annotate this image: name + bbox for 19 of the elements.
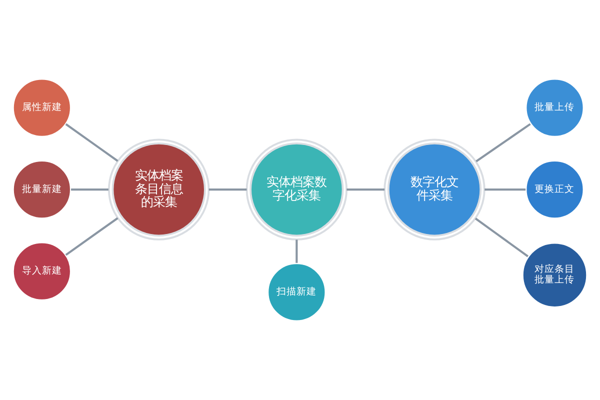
node-circle: 批量新建 (12, 160, 72, 220)
node-circle: 更换正文 (524, 160, 585, 220)
node-circle: 实体档案数字化采集 (246, 138, 348, 240)
connector (65, 217, 118, 256)
node-circle: 实体档案条目信息的采集 (108, 138, 210, 240)
node-circle: 数字化文件采集 (384, 138, 486, 240)
node-circle: 导入新建 (12, 241, 72, 302)
connector (346, 188, 385, 191)
node-circle: 扫描新建 (266, 262, 327, 322)
connector (484, 188, 526, 191)
connector (71, 188, 109, 191)
connector (474, 218, 529, 258)
connector (476, 123, 531, 162)
node-circle: 批量上传 (524, 78, 585, 138)
node-circle: 对应条目批量上传 (521, 242, 588, 308)
connector (296, 240, 298, 263)
connector (65, 123, 118, 162)
node-circle: 属性新建 (12, 78, 72, 138)
connector (208, 188, 247, 191)
